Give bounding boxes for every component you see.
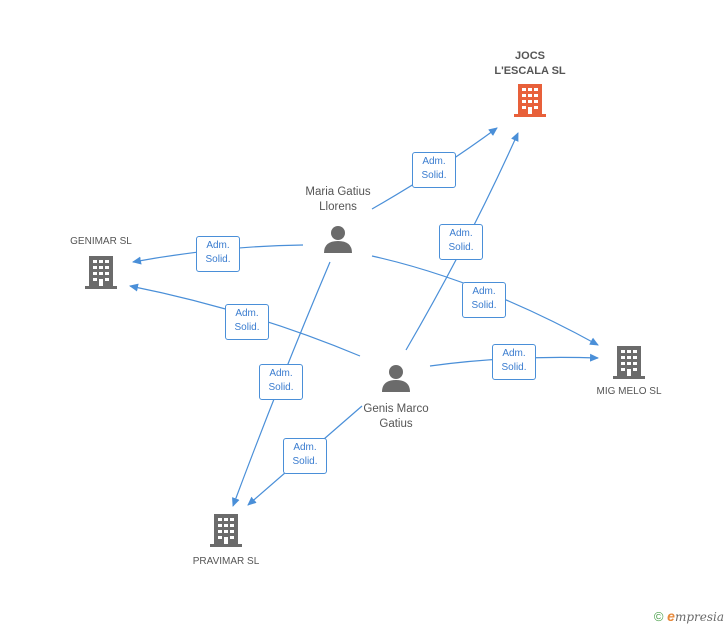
company-node-pravimar[interactable]: PRAVIMAR SL bbox=[180, 513, 272, 569]
company-name: MIG MELO SL bbox=[596, 386, 662, 397]
edge-label-genis-genimar: Adm.Solid. bbox=[225, 304, 269, 340]
person-name-line2: Llorens bbox=[319, 201, 357, 213]
company-node-genimar[interactable]: GENIMAR SL bbox=[55, 235, 147, 293]
building-icon bbox=[613, 346, 645, 379]
person-name-line1: Genis Marco bbox=[363, 403, 429, 415]
company-name-line1: JOCS bbox=[515, 50, 545, 62]
brand-footer: © empresia bbox=[654, 608, 724, 624]
edge-label-maria-jocs: Adm.Solid. bbox=[412, 152, 456, 188]
edge-label-genis-pravimar: Adm.Solid. bbox=[283, 438, 327, 474]
building-icon bbox=[514, 84, 546, 117]
company-node-mig-melo[interactable]: MIG MELO SL bbox=[584, 345, 674, 399]
person-node-genis-marco-gatius[interactable]: Genis Marco Gatius bbox=[346, 364, 446, 432]
edge-label-maria-pravimar: Adm.Solid. bbox=[259, 364, 303, 400]
edge-label-genis-migmelo: Adm.Solid. bbox=[492, 344, 536, 380]
company-name: PRAVIMAR SL bbox=[192, 556, 260, 567]
person-name-line1: Maria Gatius bbox=[305, 186, 371, 198]
edge-label-genis-jocs: Adm.Solid. bbox=[439, 224, 483, 260]
person-node-maria-gatius-llorens[interactable]: Maria Gatius Llorens bbox=[288, 185, 388, 257]
brand-name: mpresia bbox=[674, 610, 724, 624]
person-name-line2: Gatius bbox=[379, 418, 413, 430]
edge-label-maria-genimar: Adm.Solid. bbox=[196, 236, 240, 272]
person-icon bbox=[382, 365, 410, 392]
copyright-symbol: © bbox=[653, 609, 664, 624]
building-icon bbox=[85, 256, 117, 289]
building-icon bbox=[210, 514, 242, 547]
person-icon bbox=[324, 226, 352, 253]
company-name-line2: L'ESCALA SL bbox=[494, 65, 566, 77]
edge-label-maria-migmelo: Adm.Solid. bbox=[462, 282, 506, 318]
company-name: GENIMAR SL bbox=[70, 236, 132, 247]
company-node-jocs-lescala[interactable]: JOCS L'ESCALA SL bbox=[475, 49, 585, 121]
brand-initial: e bbox=[667, 608, 675, 624]
